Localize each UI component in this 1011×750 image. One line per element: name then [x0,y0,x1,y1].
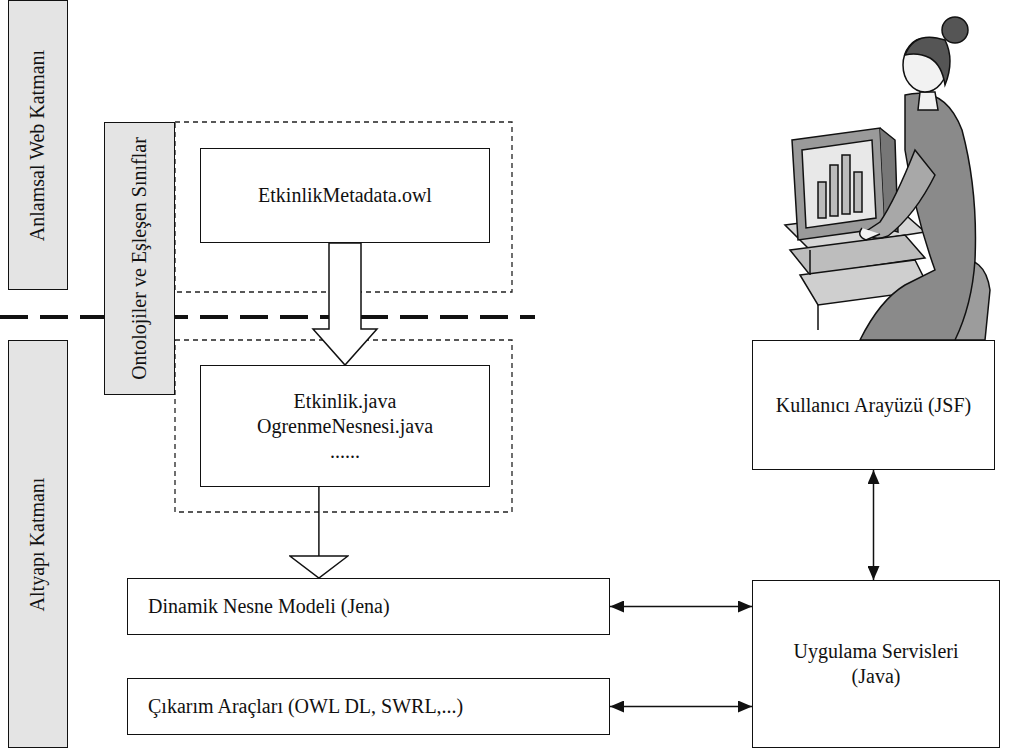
box-label: ...... [330,439,360,464]
band-label: Altyapı Katmanı [26,477,51,611]
block-arrow [313,243,377,365]
layer-band: Altyapı Katmanı [8,340,68,748]
class-box: Etkinlik.javaOgrenmeNesnesi.java...... [200,365,490,487]
service-box: Uygulama Servisleri (Java) [752,580,1000,748]
box-label: Uygulama Servisleri (Java) [774,639,979,689]
box-label: Etkinlik.java [294,389,397,414]
group-band: Ontolojiler ve Eşleşen Sınıflar [104,122,175,395]
ontology-box: EtkinlikMetadata.owl [200,148,490,243]
model-box: Dinamik Nesne Modeli (Jena) [127,578,610,635]
user-illustration [785,17,990,340]
box-label: OgrenmeNesnesi.java [257,414,433,439]
connector [610,606,752,608]
box-label: Kullanıcı Arayüzü (JSF) [776,393,972,418]
box-label: Dinamik Nesne Modeli (Jena) [148,594,390,619]
connector [318,487,320,578]
band-label: Ontolojiler ve Eşleşen Sınıflar [127,137,152,380]
connector [610,706,752,708]
box-label: Çıkarım Araçları (OWL DL, SWRL,...) [148,694,463,719]
band-label: Anlamsal Web Katmanı [26,49,51,240]
layer-band: Anlamsal Web Katmanı [8,0,68,290]
box-label: EtkinlikMetadata.owl [258,183,432,208]
layer-separator [0,315,535,319]
ui-box: Kullanıcı Arayüzü (JSF) [752,340,995,470]
dashed-group [175,340,512,512]
connector [873,470,875,580]
reasoner-box: Çıkarım Araçları (OWL DL, SWRL,...) [127,678,610,735]
